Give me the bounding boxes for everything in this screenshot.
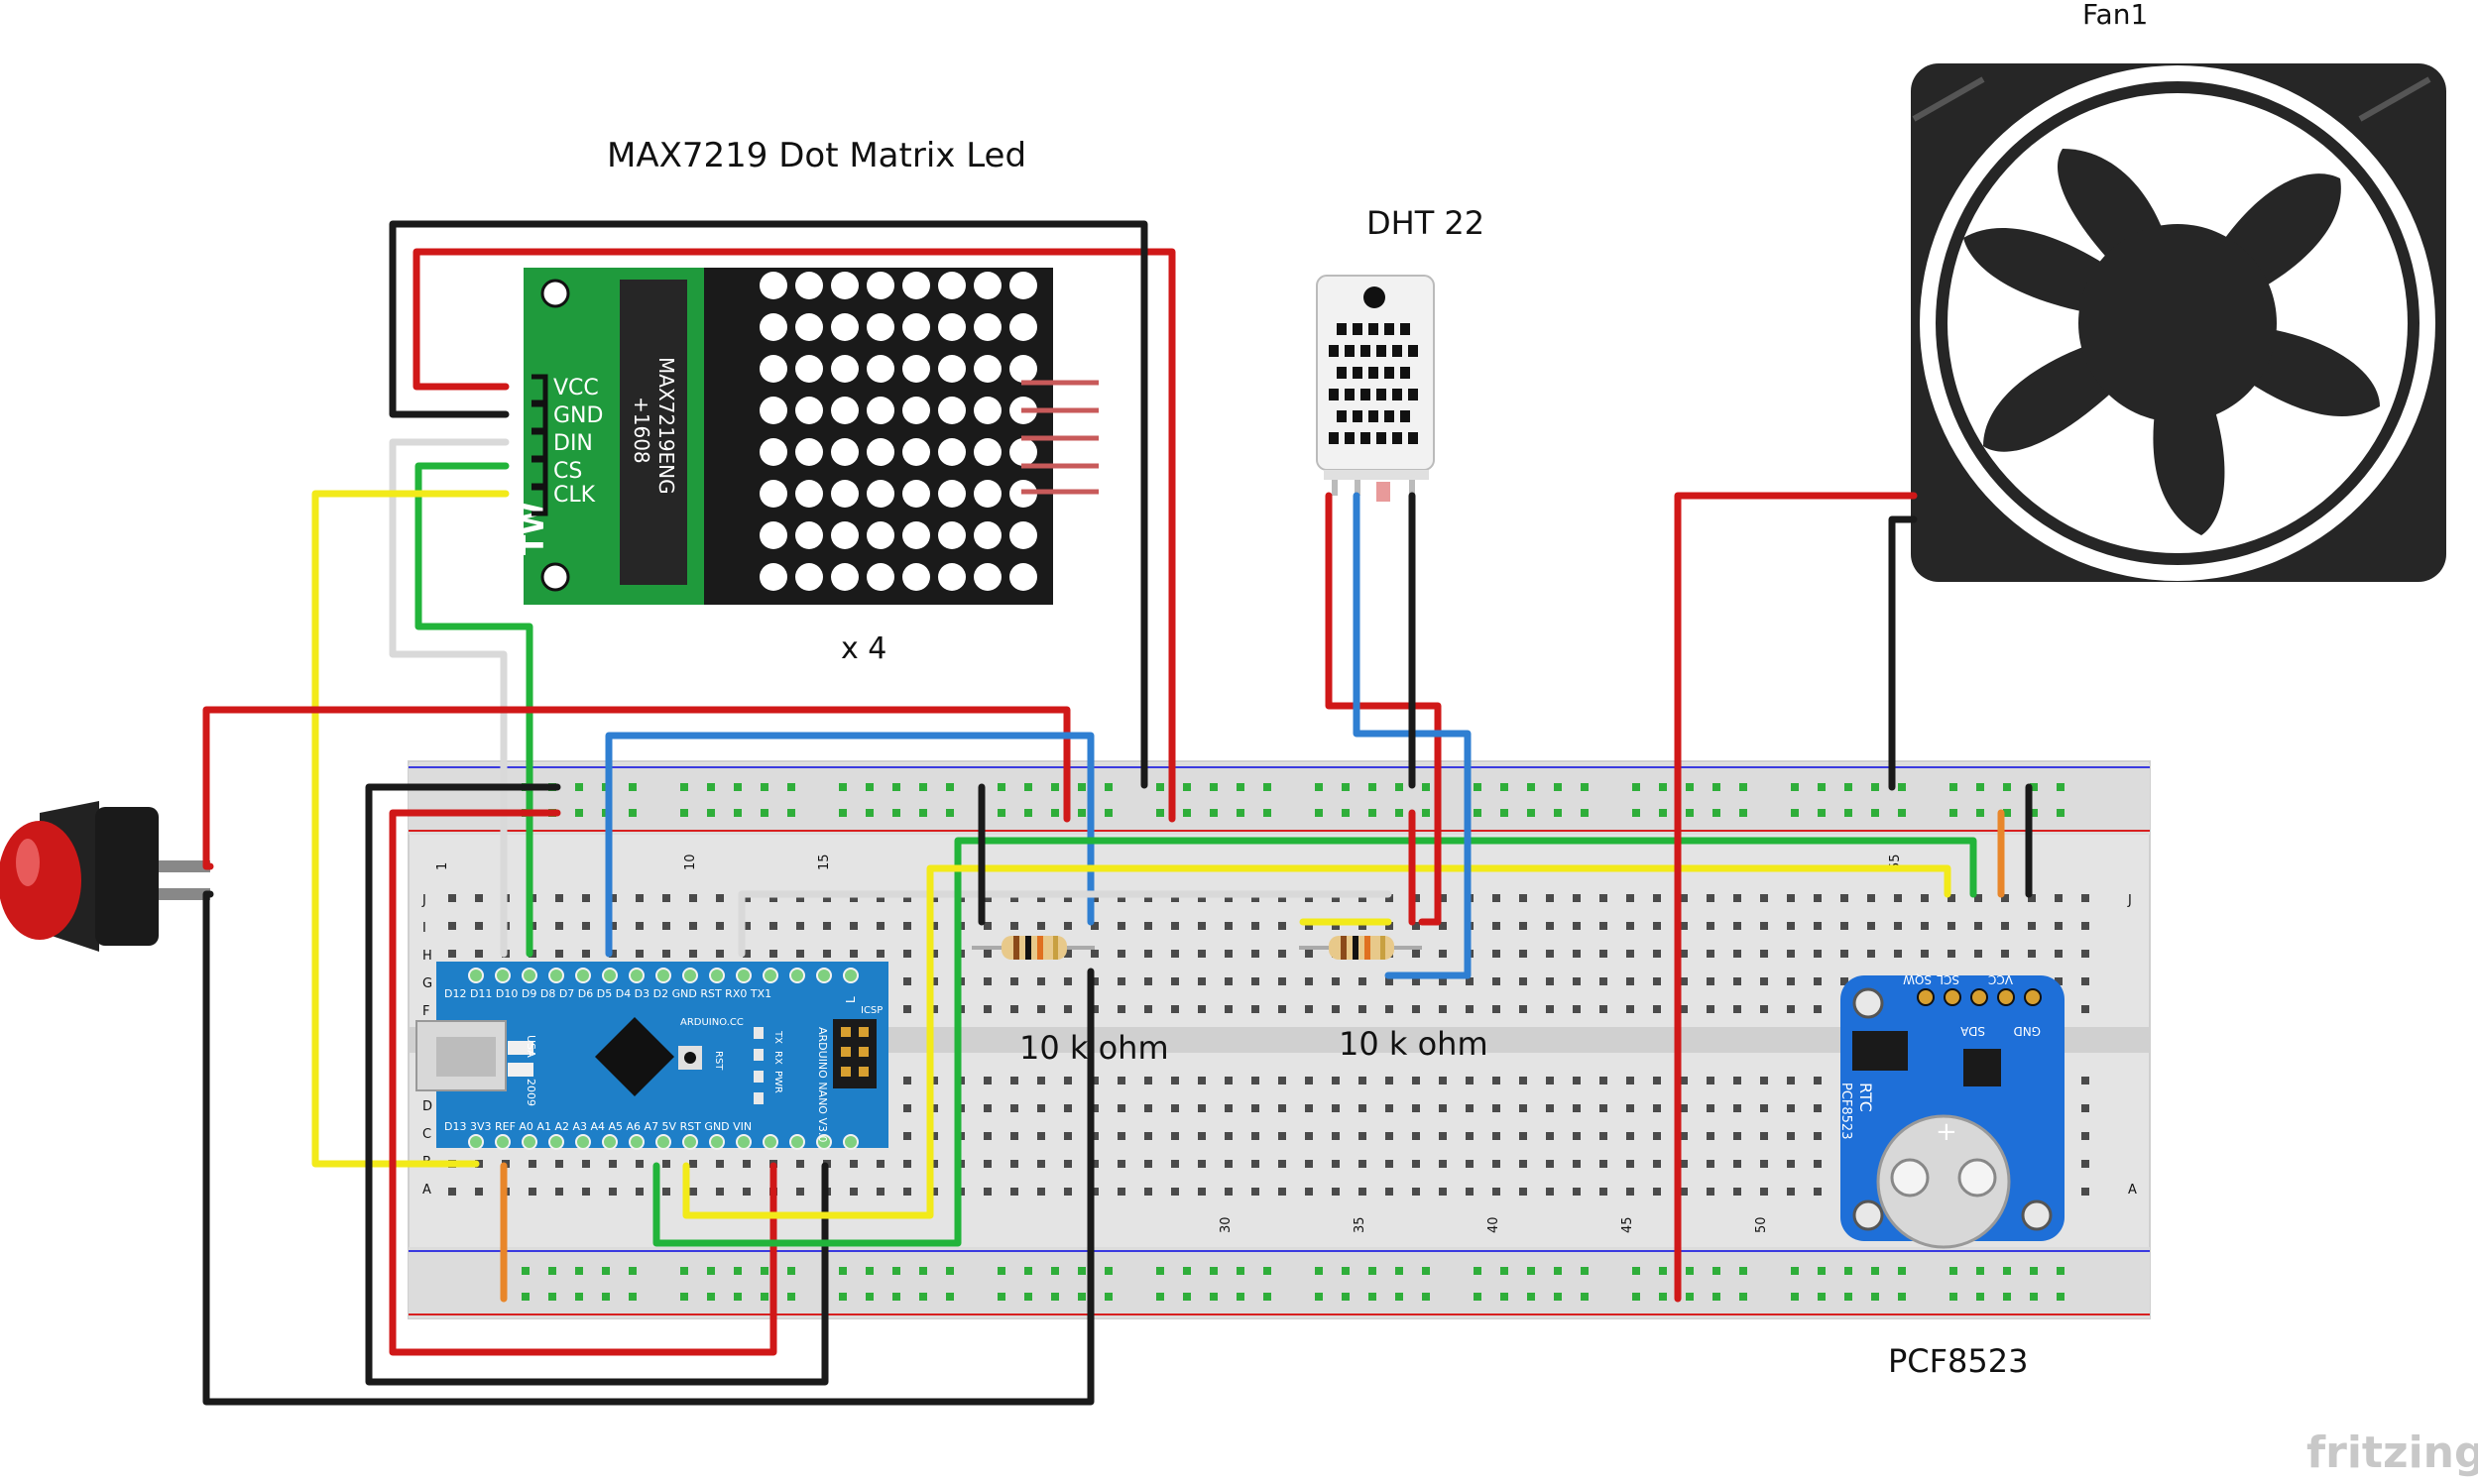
resistor-2 — [1299, 936, 1422, 960]
wire-dht-blue — [1353, 492, 1472, 979]
row-letter-g: G — [422, 976, 432, 991]
arduino-country: USA — [525, 1035, 537, 1058]
wire-max-vcc — [413, 248, 1176, 823]
col-number-50: 50 — [1754, 1216, 1769, 1233]
max7219-title: MAX7219 Dot Matrix Led — [607, 136, 1026, 175]
coin-battery-icon — [1876, 1114, 2011, 1249]
max7219-module: MAX7219ENG +1608 TW VCC GND DIN CS CLK — [517, 268, 1099, 605]
wires — [202, 220, 2033, 1406]
row-letter-a: A — [422, 1183, 431, 1198]
max7219-output-pins — [1021, 380, 1099, 495]
arduino-pin-row — [468, 968, 859, 1150]
resistor2-label: 10 k ohm — [1339, 1025, 1488, 1063]
resistor1-label: 10 k ohm — [1019, 1029, 1169, 1067]
max7219-chip — [620, 280, 687, 585]
row-letter-i: I — [422, 921, 426, 936]
wire-max-gnd — [389, 220, 1148, 789]
led-dot-grid — [760, 272, 1037, 591]
row-letter-j-right: J — [2127, 893, 2132, 908]
col-number-45: 45 — [1620, 1216, 1635, 1233]
arduino-l-led: L — [844, 996, 858, 1003]
wire-fan-black — [1888, 515, 1918, 791]
row-letter-f: F — [422, 1004, 429, 1019]
col-number-40: 40 — [1486, 1216, 1501, 1233]
push-button — [0, 801, 210, 952]
button-cap-icon — [0, 821, 81, 940]
row-letter-j: J — [421, 893, 426, 908]
row-letter-h: H — [422, 949, 432, 964]
row-letter-c: C — [422, 1127, 431, 1142]
fan-title: Fan1 — [2082, 0, 2148, 31]
rtc-title: PCF8523 — [1888, 1342, 2028, 1380]
dht-title: DHT 22 — [1366, 204, 1484, 242]
wire-fan-red — [1674, 492, 1918, 1303]
resistor-1 — [972, 936, 1095, 960]
wire-max-din — [389, 438, 510, 958]
rtc-pin-sda: SDA — [1959, 1024, 1985, 1038]
col-number-15: 15 — [817, 854, 832, 870]
wire-button-black — [202, 890, 1095, 1406]
rtc-module: + SQW SCL SDA VCC GND RTC PCF8523 — [1838, 972, 2065, 1249]
svg-text:+: + — [1936, 1117, 1957, 1147]
arduino-rx-led: RX — [772, 1051, 783, 1065]
col-number-10: 10 — [683, 854, 698, 870]
breadboard-column-numbers: 1 10 15 30 35 40 45 50 55 — [435, 854, 1903, 1233]
arduino-tx-led: TX — [772, 1030, 783, 1044]
arduino-year: 2009 — [525, 1079, 537, 1106]
wire-black-gnd-loop — [365, 783, 829, 1386]
rtc-chip-icon — [1963, 1049, 2001, 1086]
rtc-name-label: RTC — [1856, 1083, 1875, 1112]
arduino-pwr-led: PWR — [772, 1071, 783, 1093]
max7219-header-pins — [531, 374, 548, 516]
max7219-chip-code: +1608 — [630, 397, 653, 464]
rtc-pin-gnd: GND — [2013, 1024, 2041, 1038]
row-letter-a-right: A — [2128, 1183, 2137, 1198]
pin-label-vcc: VCC — [553, 376, 599, 400]
pin-label-cs: CS — [553, 459, 582, 484]
arduino-nano: D12 D11 D10 D9 D8 D7 D6 D5 D4 D3 D2 GND … — [415, 962, 888, 1150]
icsp-header — [833, 1019, 877, 1088]
arduino-reset-label: RST — [713, 1051, 724, 1071]
col-number-35: 35 — [1353, 1216, 1367, 1233]
crystal-icon — [1852, 1031, 1908, 1071]
dht22-grille — [1329, 323, 1418, 444]
wire-button-red — [202, 706, 1071, 870]
arduino-top-pin-labels: D12 D11 D10 D9 D8 D7 D6 D5 D4 D3 D2 GND … — [444, 987, 771, 1000]
rtc-chip-label: PCF8523 — [1838, 1083, 1853, 1139]
dht22-hole-icon — [1363, 286, 1385, 308]
mcu-chip-icon — [595, 1017, 674, 1096]
wire-dht-red — [1325, 492, 1442, 926]
rtc-pin-sqw: SQW — [1903, 972, 1932, 986]
pin-label-gnd: GND — [553, 403, 603, 428]
wire-blue-d7 — [605, 732, 1095, 958]
fan-component — [1911, 63, 2446, 582]
wire-red-5v-loop — [389, 809, 777, 1356]
dht22-sensor — [1316, 275, 1435, 502]
col-number-1: 1 — [435, 862, 450, 870]
wire-yellow-scl — [682, 864, 1951, 1219]
fan-blades-icon — [1963, 149, 2380, 535]
arduino-bottom-pin-labels: D13 3V3 REF A0 A1 A2 A3 A4 A5 A6 A7 5V R… — [444, 1120, 752, 1133]
arduino-model: ARDUINO NANO V3.0 — [816, 1027, 829, 1142]
col-number-30: 30 — [1219, 1216, 1234, 1233]
row-letter-d: D — [422, 1099, 432, 1114]
fritzing-watermark: fritzing — [2306, 1427, 2478, 1478]
rtc-pin-scl: SCL — [1937, 972, 1959, 986]
wire-max-cs — [414, 462, 533, 958]
pin-label-din: DIN — [553, 431, 593, 456]
mount-hole-icon — [540, 562, 570, 592]
wire-green-sda — [652, 837, 1977, 1247]
matrix-count-label: x 4 — [841, 631, 886, 666]
mount-hole-icon — [540, 279, 570, 308]
arduino-icsp-label: ICSP — [861, 1005, 883, 1016]
pin-label-clk: CLK — [553, 483, 596, 508]
max7219-chip-label: MAX7219ENG — [654, 357, 678, 495]
rtc-pin-vcc: VCC — [1988, 972, 2013, 986]
arduino-board-name: ARDUINO.CC — [680, 1017, 744, 1028]
wire-white-d2 — [738, 890, 1392, 958]
